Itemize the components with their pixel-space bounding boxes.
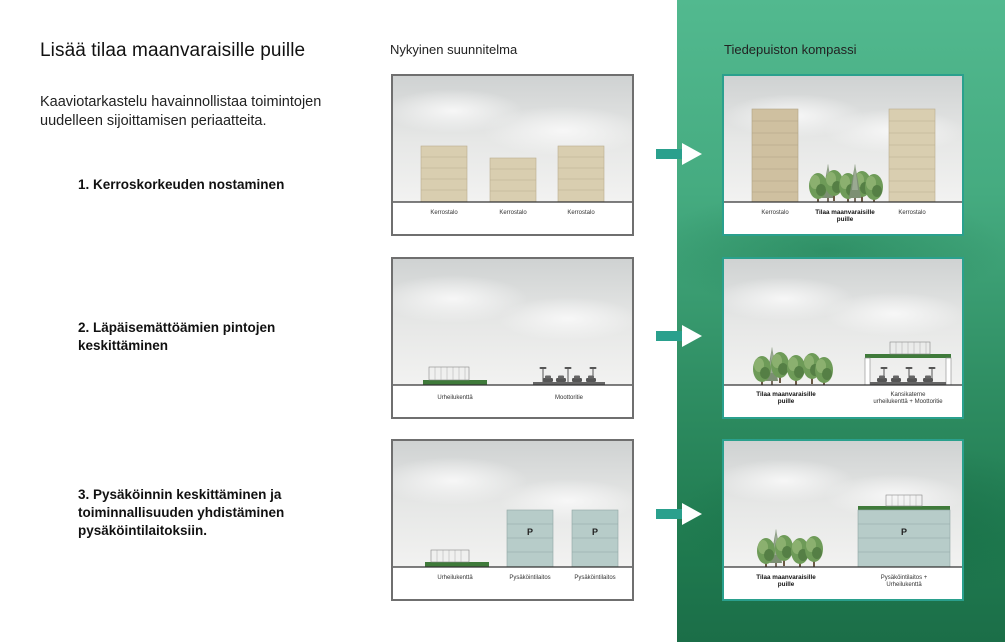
label-building-1: Kerrostalo — [430, 210, 458, 216]
label-deck-line1: Kansikaterne — [890, 392, 926, 398]
building-3 — [557, 145, 605, 203]
column-heading-current: Nykyinen suunnitelma — [390, 42, 518, 57]
label-building-3: Kerrostalo — [567, 210, 595, 216]
parking-garage-1: P — [506, 509, 554, 568]
label-garage-line1: Pysäköintilaitos + — [881, 575, 928, 581]
diagram-row2-current: Urheilukenttä Moottoritie — [391, 257, 634, 419]
label-middle-line1: Tilaa maanvaraisille — [815, 209, 875, 216]
label-garage-line2: Urheilukenttä — [886, 582, 922, 588]
sports-field — [423, 366, 487, 385]
label-sports-field: Urheilukenttä — [437, 575, 473, 581]
label-left: Kerrostalo — [761, 210, 789, 216]
label-trees-line1: Tilaa maanvaraisille — [756, 574, 816, 581]
step-2-label: 2. Läpäisemättöämien pintojen keskittämi… — [78, 320, 276, 353]
arrow-right-icon — [656, 325, 702, 347]
diagram-row3-compass: P Tilaa maanvaraisille puille Pysäköinti… — [722, 439, 964, 601]
label-motorway: Moottoritie — [555, 395, 584, 401]
diagram-row2-compass: Tilaa maanvaraisille puille Kansikaterne… — [722, 257, 964, 419]
arrow-right-icon — [656, 143, 702, 165]
parking-garage-2: P — [571, 509, 619, 568]
diagram-row1-compass: Kerrostalo Tilaa maanvaraisille puille K… — [722, 74, 964, 236]
parking-mark: P — [901, 527, 907, 537]
label-trees-line2: puille — [778, 398, 795, 405]
building-2 — [489, 157, 537, 203]
diagram-row1-current: Kerrostalo Kerrostalo Kerrostalo — [391, 74, 634, 236]
step-3-label: 3. Pysäköinnin keskittäminen ja toiminna… — [78, 487, 285, 538]
motorway — [533, 367, 605, 385]
label-sports-field: Urheilukenttä — [437, 395, 473, 401]
label-parking-1: Pysäköintilaitos — [509, 575, 550, 581]
label-right: Kerrostalo — [898, 210, 926, 216]
label-deck-line2: urheilukenttä + Moottoritie — [873, 399, 943, 405]
parking-mark: P — [592, 527, 598, 537]
page-title: Lisää tilaa maanvaraisille puille — [40, 40, 306, 61]
column-heading-compass: Tiedepuiston kompassi — [724, 42, 857, 57]
building-1 — [420, 145, 468, 203]
step-1-label: 1. Kerroskorkeuden nostaminen — [78, 177, 285, 192]
parking-mark: P — [527, 527, 533, 537]
tall-building-right — [888, 108, 936, 203]
intro-text: Kaaviotarkastelu havainnollistaa toimint… — [40, 94, 322, 129]
diagram-row3-current: P P Urheilukenttä Pysäköintilaitos Pysäk… — [391, 439, 634, 601]
label-trees-line1: Tilaa maanvaraisille — [756, 391, 816, 398]
label-parking-2: Pysäköintilaitos — [574, 575, 615, 581]
tall-building-left — [751, 108, 799, 203]
label-trees-line2: puille — [778, 581, 795, 588]
label-middle-line2: puille — [837, 216, 854, 223]
combined-parking-garage: P — [857, 494, 951, 568]
arrow-right-icon — [656, 503, 702, 525]
sports-field — [425, 549, 489, 567]
label-building-2: Kerrostalo — [499, 210, 527, 216]
